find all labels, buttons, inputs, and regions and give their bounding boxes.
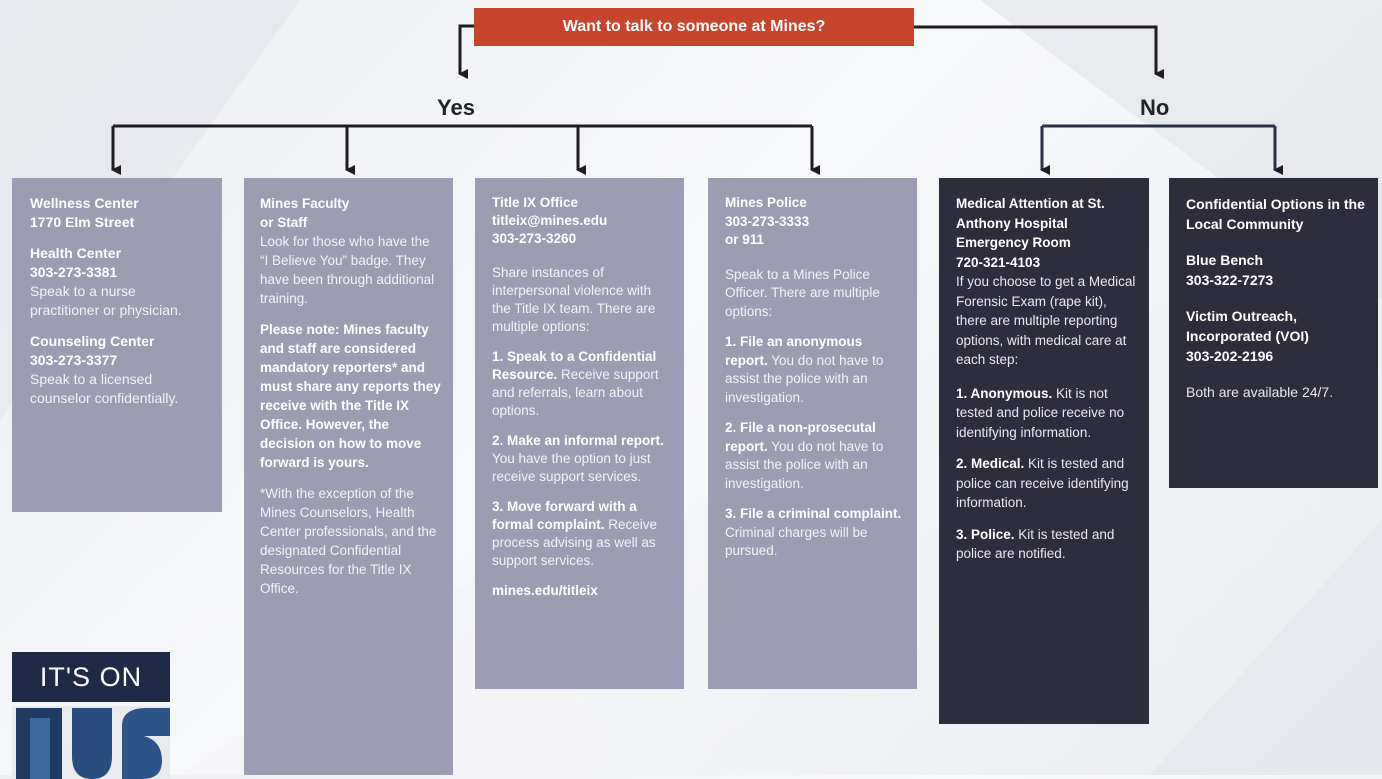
counseling-center-title: Counseling Center xyxy=(30,333,155,349)
titleix-title: Title IX Office xyxy=(492,195,579,210)
logo-us-graphic xyxy=(12,706,170,779)
connector-banner-no xyxy=(914,25,1164,79)
medical-option-3: 3. Police. Kit is tested and police are … xyxy=(956,525,1137,564)
confidential-note: Both are available 24/7. xyxy=(1186,384,1334,400)
titleix-option-2-title: 2. Make an informal report. xyxy=(492,433,664,448)
medical-option-2-text: Kit is tested and police can receive ide… xyxy=(956,456,1129,510)
titleix-option-2: 2. Make an informal report. You have the… xyxy=(492,432,672,486)
titleix-option-1: 1. Speak to a Confidential Resource. Rec… xyxy=(492,348,672,420)
titleix-intro: Share instances of interpersonal violenc… xyxy=(492,265,656,334)
medical-option-1-title: 1. Anonymous. xyxy=(956,385,1053,401)
police-option-1-title: 1. File an anonymous report. xyxy=(725,334,863,368)
police-option-1: 1. File an anonymous report. You do not … xyxy=(725,333,905,407)
wellness-title: Wellness Center xyxy=(30,195,139,211)
titleix-option-3: 3. Move forward with a formal complaint.… xyxy=(492,498,672,570)
confidential-options-card: Confidential Options in the Local Commun… xyxy=(1169,178,1378,488)
medical-phone: 720-321-4103 xyxy=(956,254,1041,270)
medical-attention-card: Medical Attention at St. Anthony Hospita… xyxy=(939,178,1149,724)
police-title: Mines Police xyxy=(725,195,807,210)
police-option-2: 2. File a non-prosecutal report. You do … xyxy=(725,419,905,493)
health-center-desc: Speak to a nurse practitioner or physici… xyxy=(30,283,182,318)
faculty-footnote: *With the exception of the Mines Counsel… xyxy=(260,486,437,596)
titleix-link[interactable]: mines.edu/titleix xyxy=(492,583,598,598)
medical-option-3-title: 3. Police. xyxy=(956,526,1015,542)
blue-bench-phone: 303-322-7273 xyxy=(1186,272,1274,288)
titleix-option-1-title: 1. Speak to a Confidential Resource. xyxy=(492,349,657,382)
faculty-title: Mines Faculty xyxy=(260,196,350,211)
wellness-address: 1770 Elm Street xyxy=(30,214,135,230)
titleix-phone: 303-273-3260 xyxy=(492,231,577,246)
titleix-option-3-text: Receive process advising as well as supp… xyxy=(492,517,658,568)
counseling-center-desc: Speak to a licensed counselor confidenti… xyxy=(30,371,179,406)
mines-police-card: Mines Police 303-273-3333 or 911 Speak t… xyxy=(708,178,917,689)
its-on-us-logo: IT'S ON xyxy=(12,652,170,779)
logo-us-letters-icon xyxy=(12,706,170,779)
title-ix-card: Title IX Office titleix@mines.edu 303-27… xyxy=(475,178,684,689)
police-option-3-title: 3. File a criminal complaint. xyxy=(725,506,902,521)
counseling-center-phone: 303-273-3377 xyxy=(30,352,118,368)
wellness-center-card: Wellness Center 1770 Elm Street Health C… xyxy=(12,178,222,512)
yes-label: Yes xyxy=(437,95,475,120)
titleix-option-3-title: 3. Move forward with a formal complaint. xyxy=(492,499,637,532)
police-option-2-text: You do not have to assist the police wit… xyxy=(725,438,884,491)
medical-title: Medical Attention at St. Anthony Hospita… xyxy=(956,196,1105,250)
voi-title: Victim Outreach, Incorporated (VOI) xyxy=(1186,308,1309,344)
voi-phone: 303-202-2196 xyxy=(1186,348,1274,364)
titleix-option-1-text: Receive support and referrals, learn abo… xyxy=(492,367,659,418)
medical-option-2: 2. Medical. Kit is tested and police can… xyxy=(956,454,1137,513)
connector-banner-yes xyxy=(458,24,474,79)
police-option-3-text: Criminal charges will be pursued. xyxy=(725,524,868,559)
police-phone: 303-273-3333 xyxy=(725,213,810,229)
titleix-email: titleix@mines.edu xyxy=(492,213,608,228)
question-banner: Want to talk to someone at Mines? xyxy=(474,8,914,46)
faculty-title-2: or Staff xyxy=(260,215,308,230)
police-option-2-title: 2. File a non-prosecutal report. xyxy=(725,420,876,454)
health-center-title: Health Center xyxy=(30,245,122,261)
blue-bench-title: Blue Bench xyxy=(1186,252,1264,268)
health-center-phone: 303-273-3381 xyxy=(30,264,118,280)
medical-option-1-text: Kit is not tested and police receive no … xyxy=(956,385,1125,440)
faculty-note: Please note: Mines faculty and staff are… xyxy=(260,322,441,470)
police-alt: or 911 xyxy=(725,232,765,247)
medical-option-2-title: 2. Medical. xyxy=(956,456,1025,471)
no-label: No xyxy=(1140,95,1170,120)
police-option-1-text: You do not have to assist the police wit… xyxy=(725,352,884,405)
police-intro: Speak to a Mines Police Officer. There a… xyxy=(725,266,880,319)
medical-intro: If you choose to get a Medical Forensic … xyxy=(956,274,1136,367)
medical-option-3-text: Kit is tested and police are notified. xyxy=(956,526,1115,562)
faculty-intro: Look for those who have the “I Believe Y… xyxy=(260,234,435,306)
police-option-3: 3. File a criminal complaint. Criminal c… xyxy=(725,505,905,561)
confidential-title: Confidential Options in the Local Commun… xyxy=(1186,196,1365,232)
logo-text: IT'S ON xyxy=(12,652,170,702)
faculty-staff-card: Mines Faculty or Staff Look for those wh… xyxy=(244,178,453,775)
medical-option-1: 1. Anonymous. Kit is not tested and poli… xyxy=(956,384,1137,443)
titleix-option-2-text: You have the option to just receive supp… xyxy=(492,451,651,484)
